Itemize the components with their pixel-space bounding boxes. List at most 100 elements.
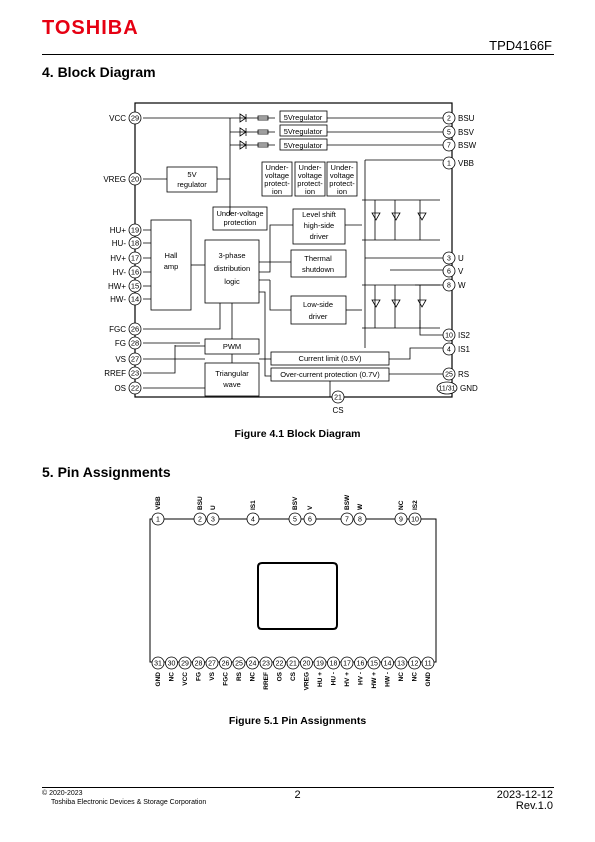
block-uvp-3 <box>326 161 358 197</box>
pin-circle <box>313 656 327 670</box>
label-5v: 5V <box>187 170 196 179</box>
pin-name: IS1 <box>458 345 471 354</box>
pin-circle <box>128 236 142 250</box>
company-name: Toshiba Electronic Devices & Storage Cor… <box>51 799 207 806</box>
pin-name: VREG <box>103 175 126 184</box>
pin-label: HU - <box>331 672 338 685</box>
pin-circle <box>205 656 219 670</box>
pin-label: HU + <box>317 672 324 687</box>
pin-number: 17 <box>131 254 139 263</box>
pin-name: U <box>458 254 464 263</box>
pin-name: BSU <box>458 114 475 123</box>
pin-circle <box>442 156 456 170</box>
pin-circle <box>442 278 456 292</box>
label-tri-1: Triangular <box>215 369 249 378</box>
label-uvp2-3: protect- <box>297 179 323 188</box>
label-reg3: 5Vregulator <box>284 141 323 150</box>
pin-name: HV- <box>113 268 127 277</box>
label-hall: Hall <box>165 251 178 260</box>
pin-circle <box>128 223 142 237</box>
pin-circle <box>442 125 456 139</box>
pin-number: 14 <box>131 295 139 304</box>
label-amp: amp <box>164 262 179 271</box>
pin-name: FGC <box>109 325 126 334</box>
pin-number: 25 <box>445 372 453 379</box>
label-uvp-main-2: protection <box>224 218 257 227</box>
pin-circle <box>151 512 165 526</box>
pin-circle <box>288 512 302 526</box>
label-climit: Current limit (0.5V) <box>299 354 362 363</box>
pin-number: 23 <box>131 369 139 378</box>
pin-circle <box>394 512 408 526</box>
pin-label: NC <box>398 672 405 682</box>
pin-circle <box>442 342 456 356</box>
label-thermal-1: Thermal <box>304 254 332 263</box>
footer-rule <box>42 787 554 788</box>
pin-circle <box>442 138 456 152</box>
pin-name: HV+ <box>110 254 126 263</box>
pin-label: V <box>307 505 314 510</box>
label-regulator: regulator <box>177 180 207 189</box>
pin-name: GND <box>460 384 478 393</box>
pin-circle <box>128 265 142 279</box>
label-reg2: 5Vregulator <box>284 127 323 136</box>
pin-label: FG <box>196 672 203 681</box>
pin-number: 9 <box>399 517 403 524</box>
pin-circle <box>151 656 165 670</box>
pin-number: 11 <box>424 661 431 668</box>
pin-label: RREF <box>263 672 270 690</box>
pin-number: 19 <box>316 661 324 668</box>
label-uvp1-1: Under- <box>266 163 289 172</box>
pin-circle <box>340 656 354 670</box>
pin-name: BSW <box>458 141 477 150</box>
pin-number: 3 <box>447 256 451 263</box>
pin-number: 21 <box>289 661 297 668</box>
part-number: TPD4166F <box>489 38 552 53</box>
pin-number: 10 <box>411 517 419 524</box>
pin-label: VBB <box>155 496 162 510</box>
pin-name: HU- <box>112 239 127 248</box>
page-number: 2 <box>294 789 301 801</box>
pin-circle <box>436 381 458 395</box>
label-tri-2: wave <box>222 380 241 389</box>
pin-name: IS2 <box>458 331 471 340</box>
pin-circle <box>128 292 142 306</box>
pin-number: 16 <box>357 661 365 668</box>
label-uvp2-4: ion <box>305 187 315 196</box>
pin-circle <box>128 352 142 366</box>
pin-circle <box>353 512 367 526</box>
pin-number: 14 <box>384 661 392 668</box>
pin-circle <box>408 656 421 670</box>
pin-label: NC <box>398 500 405 510</box>
pin-circle <box>367 656 381 670</box>
label-uvp2-2: voltage <box>298 171 322 180</box>
pin-number: 26 <box>131 325 139 334</box>
pin-name: HW+ <box>108 282 126 291</box>
label-dist-3: logic <box>224 277 240 286</box>
pin-circle <box>286 656 300 670</box>
block-5v-regulator-w <box>279 138 328 151</box>
pin-circle <box>128 336 142 350</box>
label-uvp1-3: protect- <box>264 179 290 188</box>
pin-number: 15 <box>131 282 139 291</box>
pin-label: W <box>357 503 364 510</box>
pin-label: OS <box>277 671 284 681</box>
pin-number: 24 <box>249 661 257 668</box>
block-5v-regulator-u <box>279 110 328 123</box>
pin-number: 13 <box>397 661 405 668</box>
pin-circle <box>408 512 422 526</box>
pin-label: VREG <box>304 672 311 690</box>
pin-name: RREF <box>104 369 126 378</box>
pin-number: 1 <box>156 517 160 524</box>
pin-number: 2 <box>198 517 202 524</box>
heatsink-outline <box>257 562 338 630</box>
label-ocp: Over-current protection (0.7V) <box>280 370 380 379</box>
pin-number: 27 <box>208 661 216 668</box>
label-ls-3: driver <box>310 232 329 241</box>
label-pwm: PWM <box>223 342 241 351</box>
pin-number: 15 <box>370 661 378 668</box>
block-uvp-1 <box>261 161 293 197</box>
pin-number: 16 <box>131 268 139 277</box>
